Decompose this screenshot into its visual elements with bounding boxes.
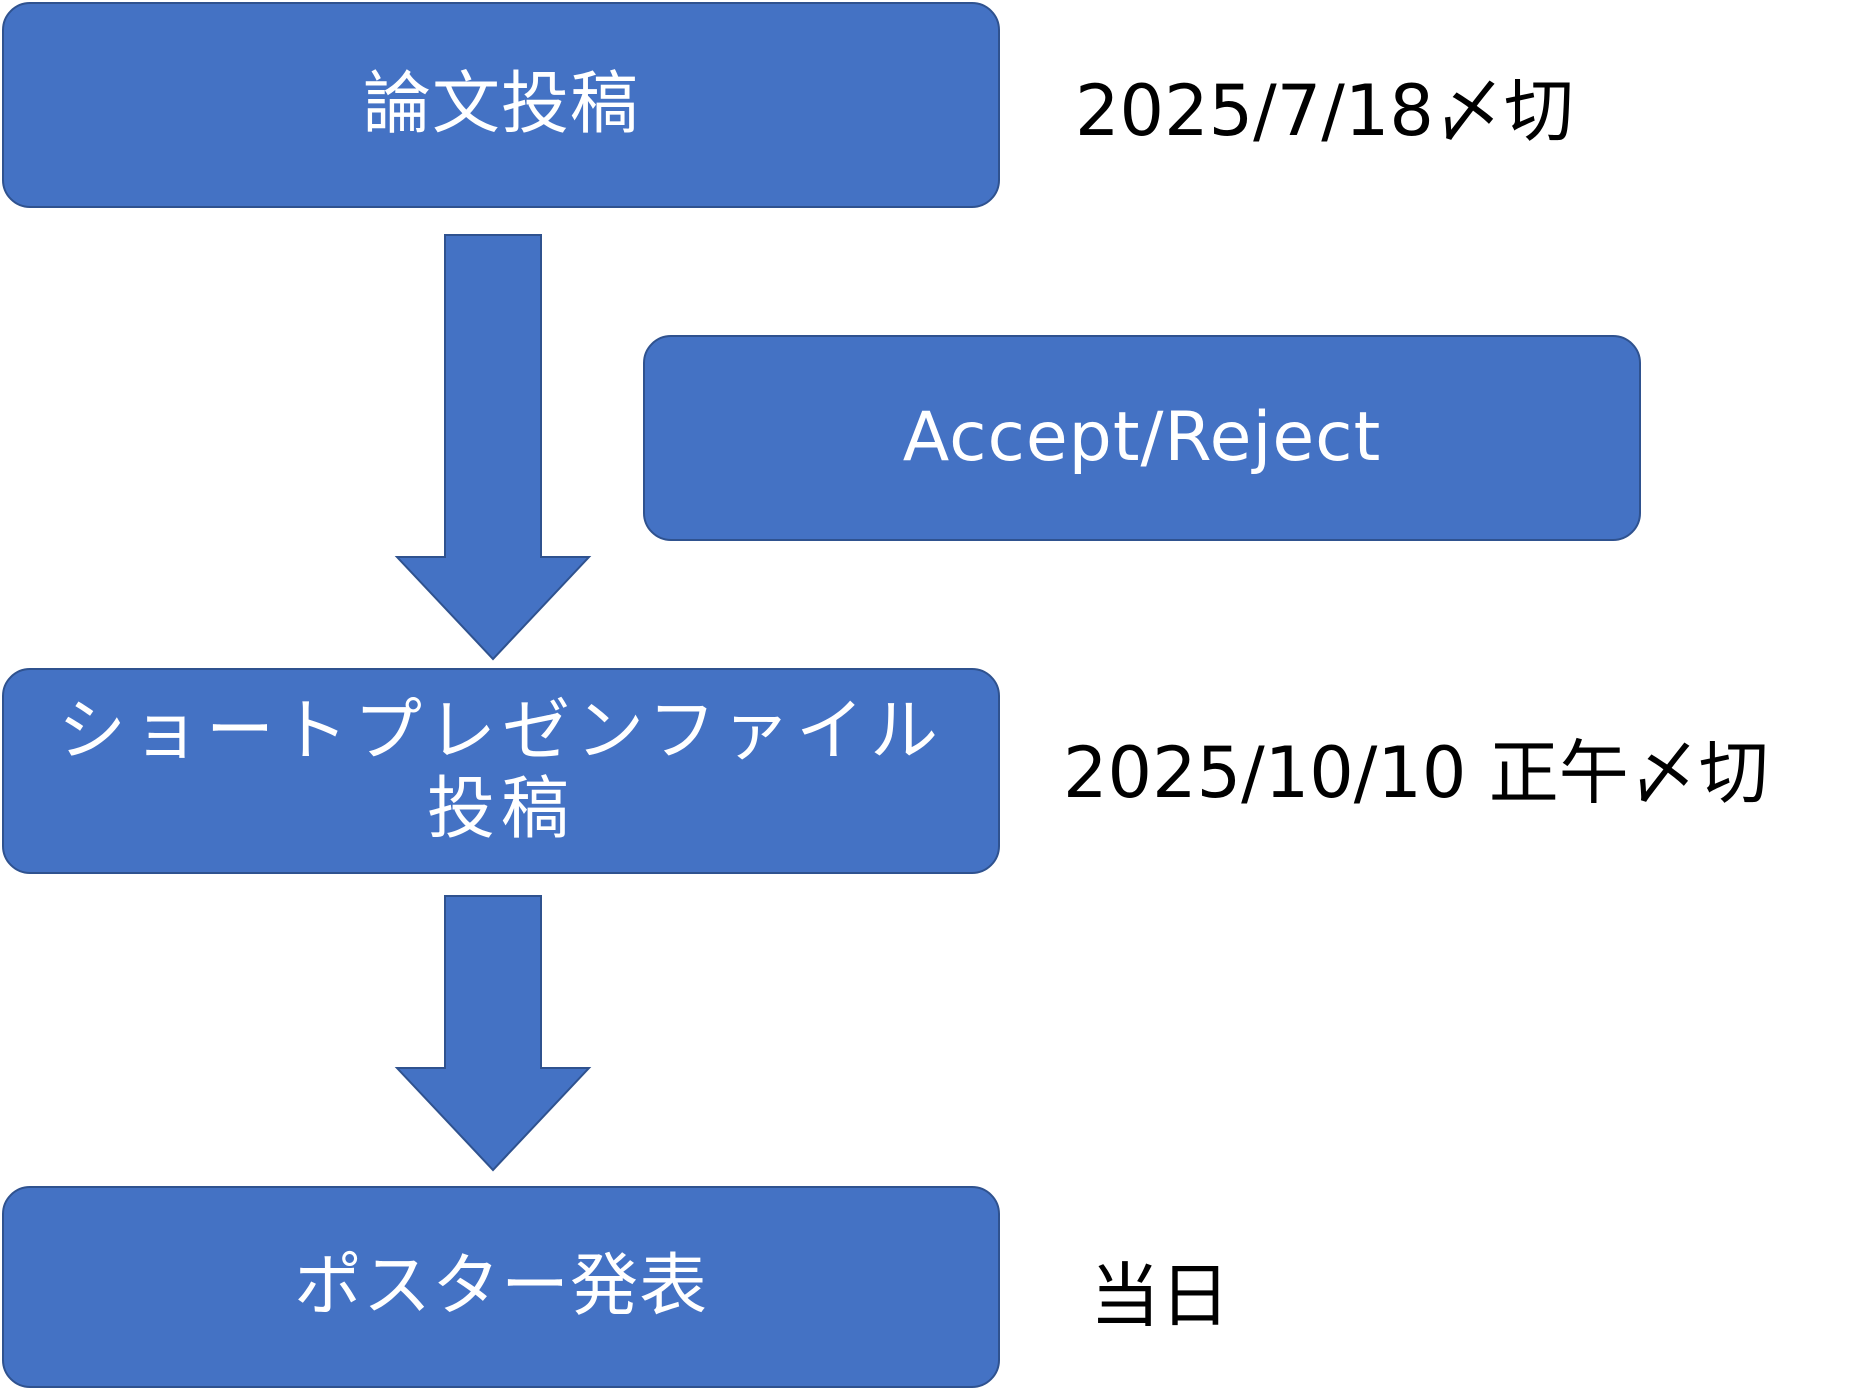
accept-reject-box: Accept/Reject: [643, 335, 1641, 541]
paper-submission-label: 論文投稿: [362, 64, 639, 144]
poster-presentation-box: ポスター発表: [2, 1186, 1000, 1388]
short-presentation-deadline-note: 2025/10/10 正午〆切: [1063, 732, 1769, 814]
paper-submission-box: 論文投稿: [2, 2, 1000, 208]
accept-reject-label: Accept/Reject: [902, 397, 1382, 477]
submission-deadline-note: 2025/7/18〆切: [1075, 70, 1574, 152]
down-arrow-icon: [394, 234, 592, 661]
short-presentation-submission-box: ショートプレゼンファイル 投稿: [2, 668, 1000, 874]
short-presentation-label-line1: ショートプレゼンファイル: [58, 691, 944, 771]
short-presentation-label-line2: 投稿: [426, 770, 575, 849]
poster-presentation-label: ポスター発表: [293, 1246, 708, 1326]
down-arrow-icon: [394, 895, 592, 1172]
poster-day-note: 当日: [1090, 1255, 1230, 1337]
